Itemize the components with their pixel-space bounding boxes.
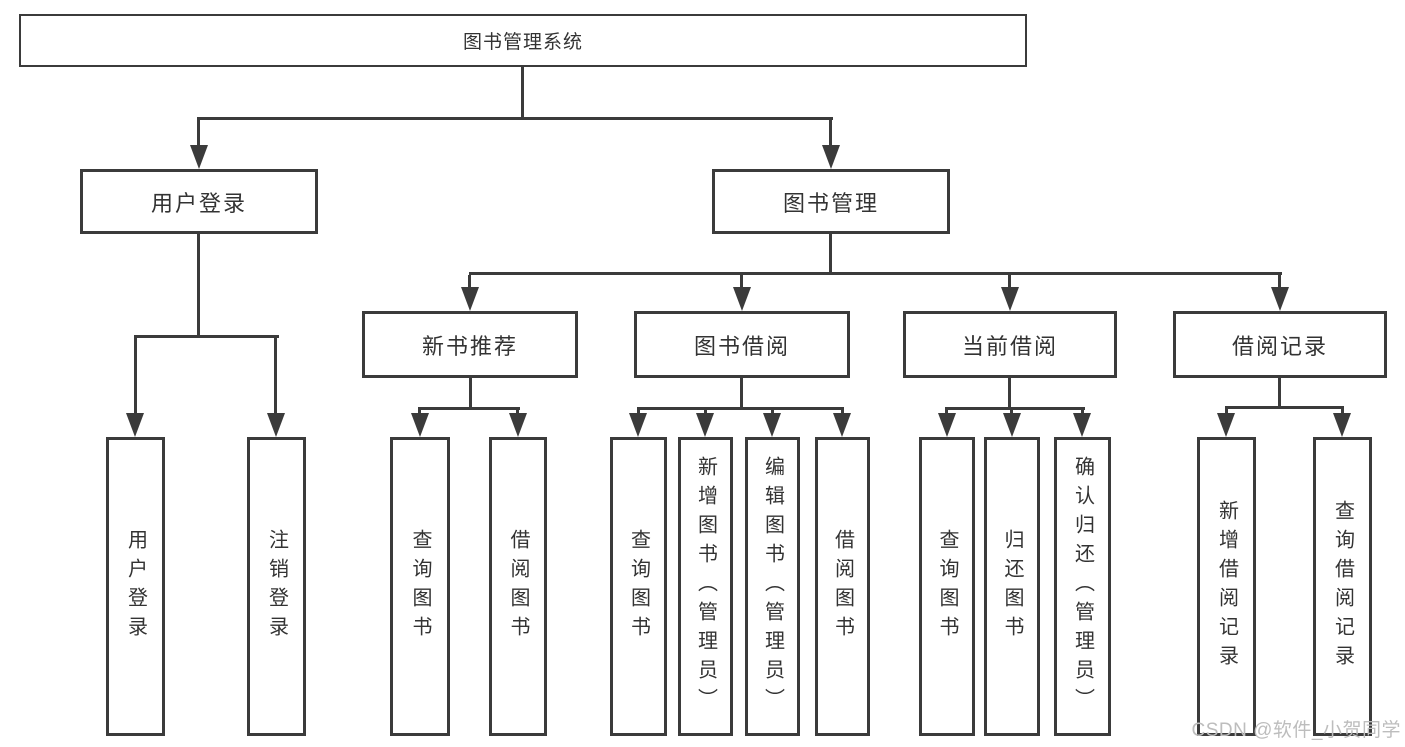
leaf-label: 查询图书 <box>936 528 958 645</box>
leaf-recommend-query-books: 查询图书 <box>390 437 450 736</box>
node-book-management: 图书管理 <box>712 169 950 234</box>
connector-arrow-line <box>740 275 743 289</box>
connector-arrow-line <box>1010 409 1013 415</box>
node-label: 当前借阅 <box>961 333 1058 359</box>
connector-stem <box>1278 378 1281 408</box>
leaf-label: 借阅图书 <box>831 528 854 645</box>
node-label: 图书借阅 <box>693 333 790 359</box>
connector-arrow-line <box>1341 408 1344 415</box>
arrow-down-icon <box>1217 413 1235 437</box>
connector-stem <box>740 378 743 409</box>
leaf-current-confirm-return-admin: 确认归还（管理员） <box>1054 437 1111 736</box>
leaf-label: 借阅图书 <box>507 528 529 645</box>
leaf-label: 编辑图书（管理员） <box>761 456 784 717</box>
arrow-down-icon <box>1003 413 1021 437</box>
node-library-management-system: 图书管理系统 <box>19 14 1027 67</box>
arrow-down-icon <box>1333 413 1351 437</box>
leaf-label: 确认归还（管理员） <box>1071 456 1094 717</box>
connector-arrow-line <box>1225 408 1228 415</box>
arrow-down-icon <box>1001 287 1019 311</box>
connector-rail <box>197 117 833 120</box>
arrow-down-icon <box>190 145 208 169</box>
leaf-borrowing-edit-books-admin: 编辑图书（管理员） <box>745 437 800 736</box>
leaf-recommend-borrow-books: 借阅图书 <box>489 437 547 736</box>
leaf-label: 查询图书 <box>627 528 650 645</box>
connector-rail <box>637 407 844 410</box>
arrow-down-icon <box>733 287 751 311</box>
connector-rail <box>469 272 1282 275</box>
leaf-logout-login: 注销登录 <box>247 437 306 736</box>
node-label: 借阅记录 <box>1231 333 1328 359</box>
connector-rail <box>134 335 279 338</box>
connector-arrow-line <box>134 337 137 415</box>
connector-arrow-line <box>637 409 640 415</box>
node-current-borrowing: 当前借阅 <box>903 311 1117 378</box>
leaf-label: 用户登录 <box>124 528 147 645</box>
node-label: 图书管理系统 <box>462 32 583 53</box>
connector-arrow-line <box>1081 409 1084 415</box>
leaf-label: 新增借阅记录 <box>1215 499 1238 674</box>
connector-rail <box>1225 406 1344 409</box>
leaf-label: 查询借阅记录 <box>1331 499 1354 674</box>
connector-arrow-line <box>1008 275 1011 289</box>
connector-arrow-line <box>704 409 707 415</box>
arrow-down-icon <box>1271 287 1289 311</box>
connector-stem <box>829 234 832 275</box>
node-user-login: 用户登录 <box>80 169 318 234</box>
arrow-down-icon <box>763 413 781 437</box>
node-label: 图书管理 <box>782 190 879 216</box>
connector-arrow-line <box>945 409 948 415</box>
arrow-down-icon <box>833 413 851 437</box>
arrow-down-icon <box>461 287 479 311</box>
node-label: 用户登录 <box>150 190 247 216</box>
connector-arrow-line <box>197 119 200 149</box>
connector-rail <box>945 407 1085 410</box>
leaf-label: 注销登录 <box>265 528 288 645</box>
leaf-current-query-books: 查询图书 <box>919 437 975 736</box>
connector-stem <box>521 66 524 119</box>
connector-stem <box>1008 378 1011 409</box>
connector-arrow-line <box>771 409 774 415</box>
connector-arrow-line <box>841 409 844 415</box>
connector-arrow-line <box>468 275 471 289</box>
watermark-text: CSDN @软件_小贺同学 <box>1191 720 1401 741</box>
leaf-records-query-record: 查询借阅记录 <box>1313 437 1372 736</box>
leaf-label: 查询图书 <box>409 528 431 645</box>
arrow-down-icon <box>629 413 647 437</box>
arrow-down-icon <box>822 145 840 169</box>
node-new-book-recommend: 新书推荐 <box>362 311 578 378</box>
connector-arrow-line <box>274 337 277 415</box>
leaf-label: 归还图书 <box>1001 528 1023 645</box>
node-book-borrowing: 图书借阅 <box>634 311 850 378</box>
arrow-down-icon <box>696 413 714 437</box>
leaf-records-add-record: 新增借阅记录 <box>1197 437 1256 736</box>
connector-arrow-line <box>829 119 832 149</box>
connector-arrow-line <box>418 409 421 415</box>
leaf-borrowing-borrow-books: 借阅图书 <box>815 437 870 736</box>
connector-arrow-line <box>516 409 519 415</box>
connector-arrow-line <box>1278 275 1281 289</box>
arrow-down-icon <box>267 413 285 437</box>
arrow-down-icon <box>509 413 527 437</box>
arrow-down-icon <box>1073 413 1091 437</box>
connector-rail <box>418 407 520 410</box>
connector-stem <box>197 233 200 337</box>
leaf-borrowing-query-books: 查询图书 <box>610 437 667 736</box>
connector-stem <box>469 378 472 409</box>
node-borrowing-records: 借阅记录 <box>1173 311 1387 378</box>
leaf-current-return-books: 归还图书 <box>984 437 1040 736</box>
arrow-down-icon <box>411 413 429 437</box>
leaf-label: 新增图书（管理员） <box>694 456 717 717</box>
leaf-user-login: 用户登录 <box>106 437 165 736</box>
node-label: 新书推荐 <box>421 333 518 359</box>
leaf-borrowing-add-books-admin: 新增图书（管理员） <box>678 437 733 736</box>
arrow-down-icon <box>126 413 144 437</box>
arrow-down-icon <box>938 413 956 437</box>
